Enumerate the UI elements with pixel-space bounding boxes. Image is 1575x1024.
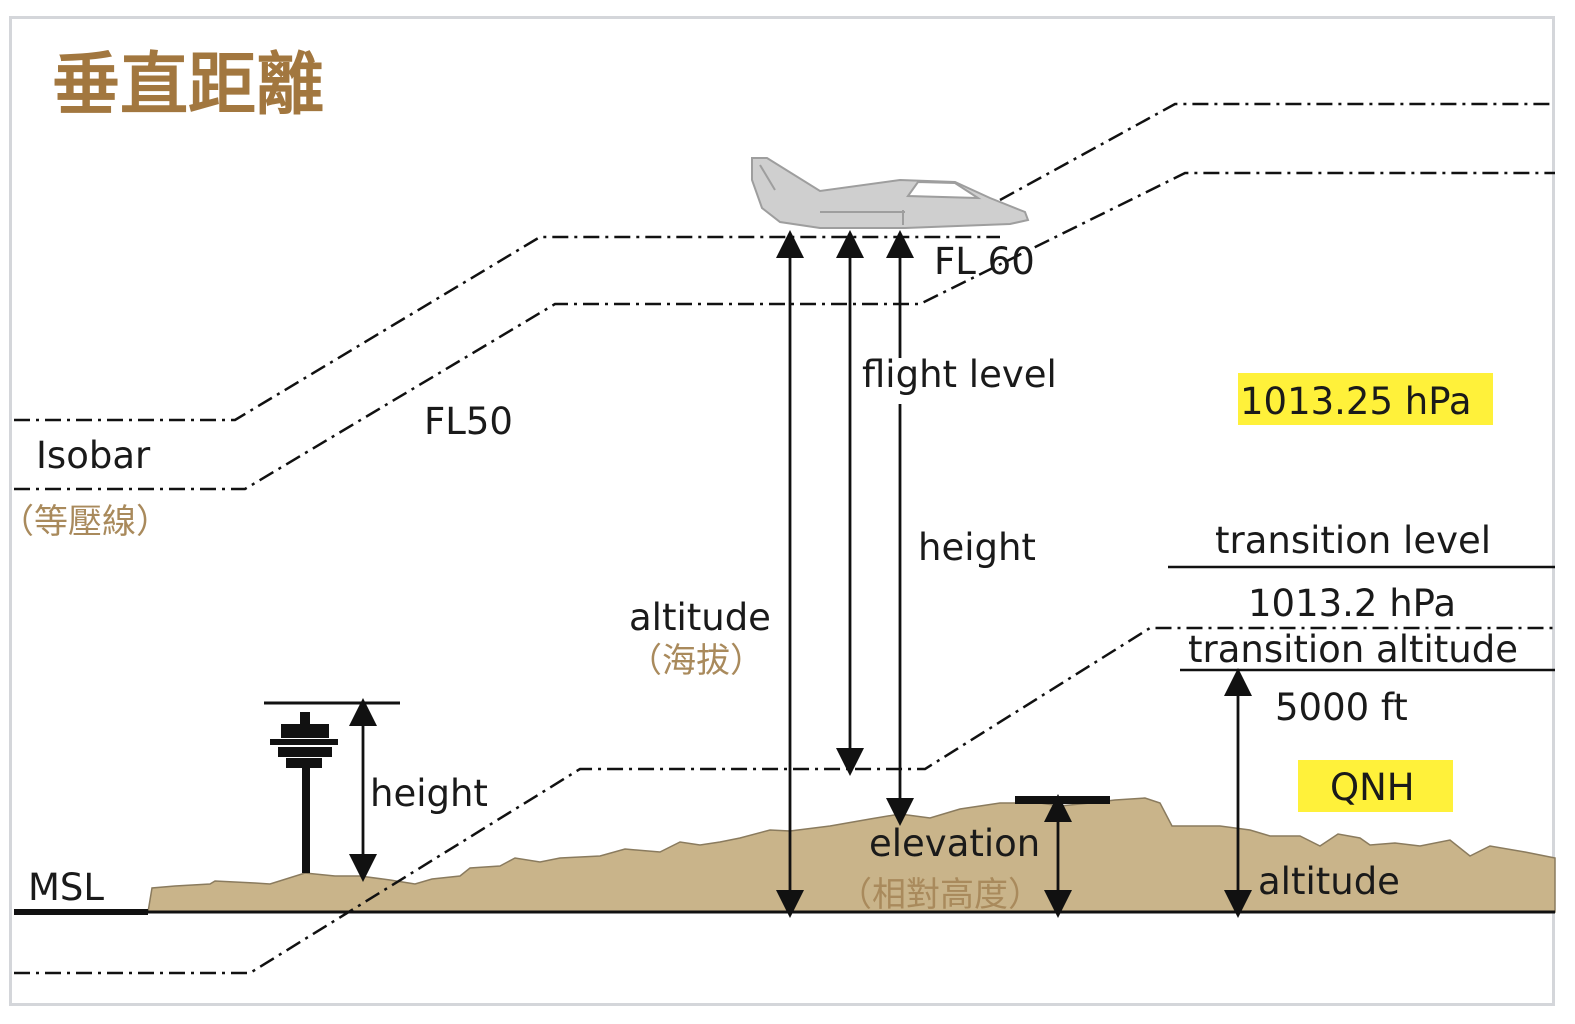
transition-level-label: transition level [1215, 519, 1491, 562]
elevation-cn-label: （相對高度） [838, 875, 1042, 915]
height-tower-label: height [370, 772, 488, 815]
isobar-label: Isobar [36, 434, 151, 477]
msl-label: MSL [28, 866, 104, 909]
isobar-line-2 [14, 171, 1555, 491]
fl50-label: FL50 [424, 400, 513, 443]
isobar-line-1-upper [999, 102, 1555, 202]
altitude-cn-label: （海拔） [628, 641, 764, 681]
isobar-cn-label: （等壓線） [0, 502, 170, 542]
control-tower-icon [270, 712, 338, 873]
pressure-std-highlight [1238, 373, 1493, 425]
qnh-label: QNH [1330, 766, 1415, 809]
height-upper-label: height [918, 526, 1036, 569]
isobar-line-1 [14, 235, 1000, 422]
aircraft-icon [751, 157, 1030, 229]
altitude-label: altitude [629, 596, 771, 639]
ta-value-label: 5000 ft [1275, 686, 1408, 729]
flight-level-label: flight level [862, 353, 1057, 396]
isobar-line-3 [14, 626, 1555, 975]
altitude-right-label: altitude [1258, 860, 1400, 903]
elevation-label: elevation [869, 822, 1040, 865]
qnh-highlight [1298, 760, 1453, 812]
diagram-title: 垂直距離 [52, 46, 324, 125]
transition-altitude-label: transition altitude [1188, 628, 1518, 671]
fl60-label: FL 60 [934, 240, 1035, 283]
pressure-low-label: 1013.2 hPa [1248, 582, 1456, 625]
pressure-std-label: 1013.25 hPa [1240, 380, 1472, 423]
